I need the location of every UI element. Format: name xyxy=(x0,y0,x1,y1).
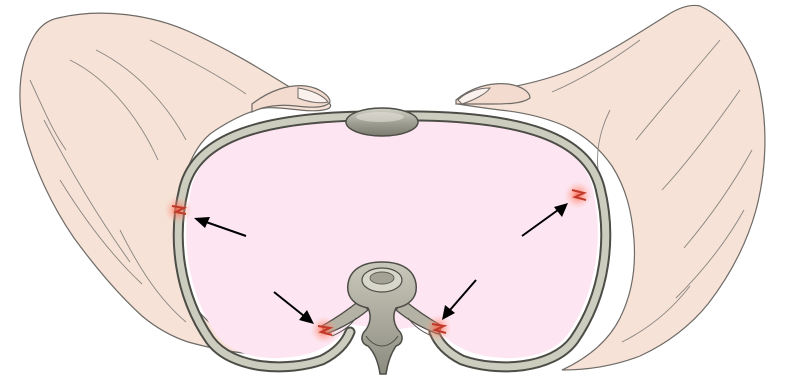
sternum xyxy=(346,108,418,136)
fracture-right-posterior xyxy=(424,314,452,342)
fracture-left-posterior xyxy=(310,316,338,344)
fracture-left-lateral xyxy=(164,196,192,224)
fracture-right-lateral xyxy=(564,181,592,209)
